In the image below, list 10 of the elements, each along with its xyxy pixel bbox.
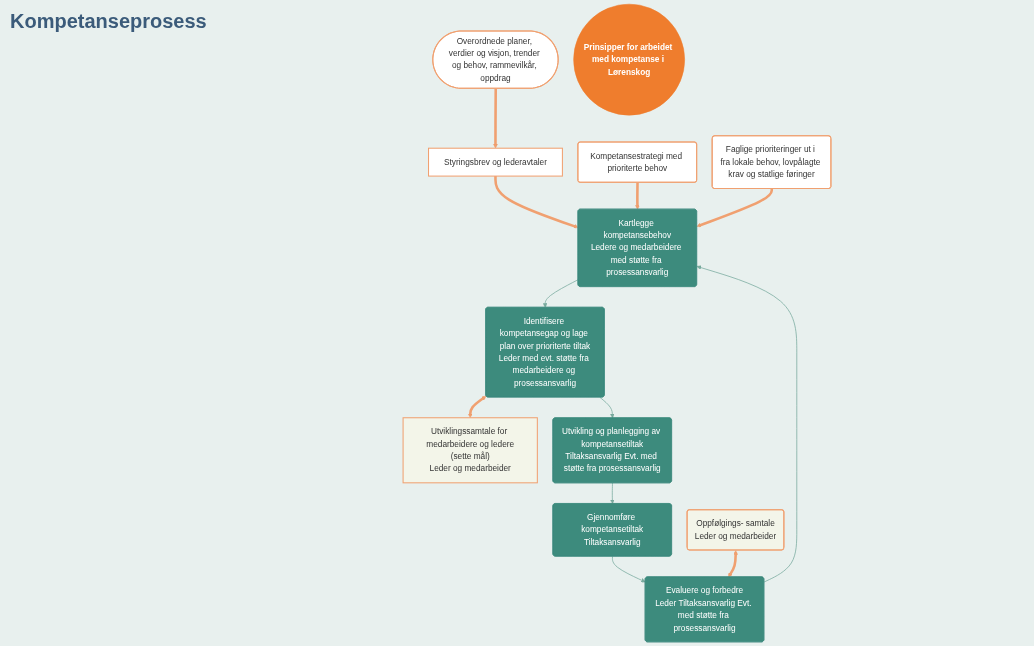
diagram-title: Kompetanseprosess [10, 10, 207, 33]
arrow [635, 182, 640, 210]
node-circle: Prinsipper for arbeidet med kompetanse i Lørenskog [573, 3, 685, 116]
node-box: Styringsbrev og lederavtaler [428, 147, 563, 177]
arrow [494, 176, 579, 229]
arrow [728, 550, 738, 578]
node-box: Utviklingssamtale for medarbeidere og ledere (sette mål) Leder og medarbeider [402, 417, 538, 484]
arrow [696, 188, 774, 228]
arrow [493, 88, 498, 149]
arrow [467, 395, 487, 418]
